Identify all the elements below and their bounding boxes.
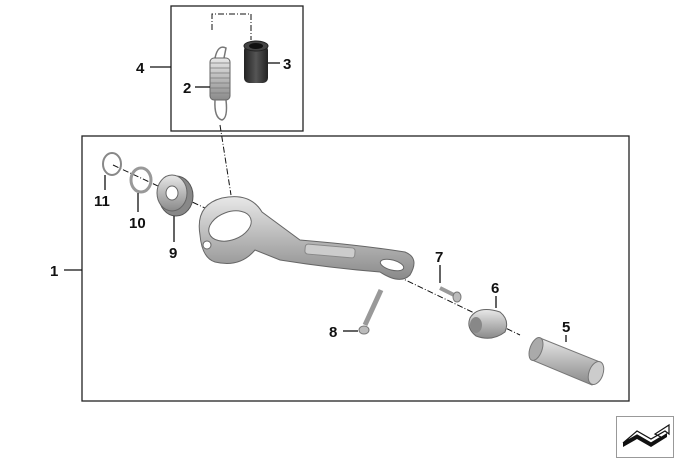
- spring-part: [209, 46, 231, 121]
- callout-1: 1: [50, 263, 58, 280]
- main-assembly-frame: [81, 135, 630, 402]
- clevis-part: [468, 309, 508, 339]
- rubber-sleeve-part: [243, 40, 269, 83]
- foot-peg-part: [528, 337, 605, 386]
- next-page-button[interactable]: [616, 416, 674, 458]
- callout-10: 10: [129, 215, 146, 232]
- callout-2: 2: [183, 80, 191, 97]
- callout-5: 5: [562, 319, 570, 336]
- brake-pedal-lever: [198, 196, 415, 280]
- bolt-part: [358, 288, 384, 335]
- circlip-part: [102, 152, 122, 176]
- callout-7: 7: [435, 249, 443, 266]
- callout-9: 9: [169, 245, 177, 262]
- callout-11: 11: [94, 193, 110, 210]
- callout-6: 6: [491, 280, 499, 297]
- callout-8: 8: [329, 324, 337, 341]
- spring-kit-frame: [170, 5, 304, 132]
- callout-3: 3: [283, 56, 291, 73]
- washer-part: [129, 166, 153, 194]
- pin-part: [439, 286, 462, 303]
- next-arrow-icon: [622, 423, 670, 447]
- callout-4: 4: [136, 60, 145, 77]
- bushing-part: [156, 174, 194, 217]
